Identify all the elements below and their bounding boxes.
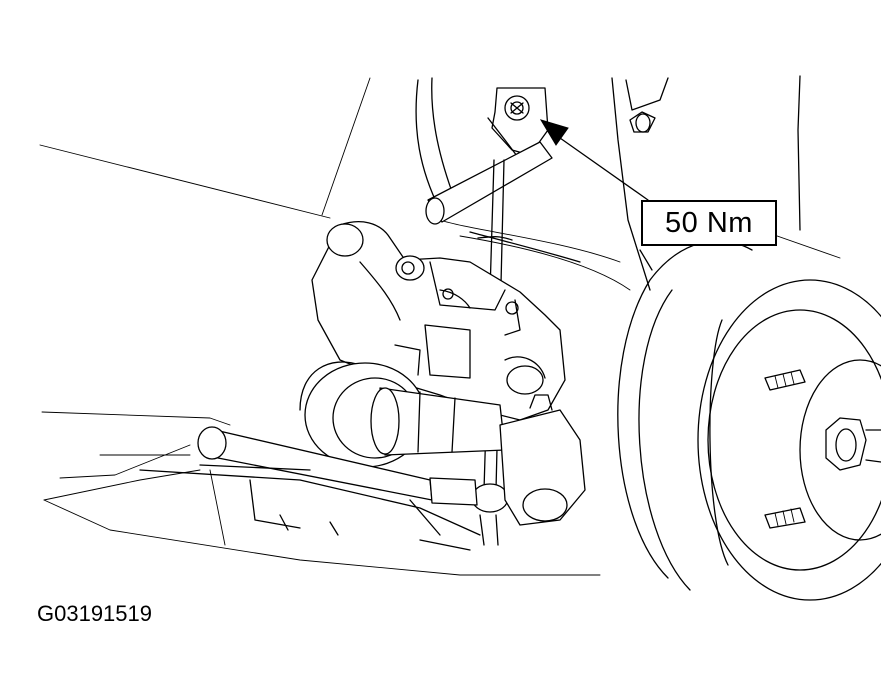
strut-housing xyxy=(415,75,801,291)
wheel-stud xyxy=(764,507,806,529)
stabilizer-bracket xyxy=(487,87,549,161)
stabilizer-bar xyxy=(425,141,581,263)
wheel-stud xyxy=(764,369,806,391)
wheel-hub xyxy=(764,359,881,541)
arrow-pointer-icon xyxy=(539,119,569,146)
torque-callout: 50 Nm xyxy=(641,200,777,246)
brake-disc xyxy=(617,240,881,601)
figure-id: G03191519 xyxy=(37,601,152,626)
tie-rod xyxy=(197,394,586,526)
background-body-lines xyxy=(39,77,843,576)
torque-callout-leader xyxy=(539,119,649,201)
drive-shaft xyxy=(299,361,506,468)
lower-control-arm xyxy=(139,464,481,551)
